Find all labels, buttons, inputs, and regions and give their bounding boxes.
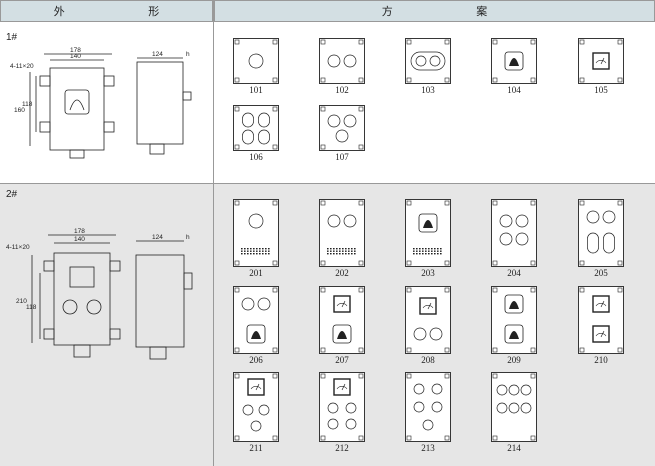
section-divider: [0, 183, 655, 184]
scheme-panel-107: 107: [319, 105, 365, 163]
dim-depth-2: 124: [152, 234, 163, 241]
scheme-panel-205: 205: [578, 199, 624, 279]
scheme-number: 202: [335, 268, 349, 278]
dim-h-1: h: [186, 51, 190, 58]
dim-h1-2: 210: [16, 298, 27, 305]
scheme-number: 106: [249, 152, 263, 162]
scheme-panel-214: 214: [491, 372, 537, 454]
dim-hole-1: 4-11×20: [10, 63, 34, 70]
scheme-panel-102: 102: [319, 38, 365, 96]
scheme-panel-202: 202: [319, 199, 365, 279]
scheme-panel-207: 207: [319, 286, 365, 366]
scheme-panel-209: 209: [491, 286, 537, 366]
dim-depth-1: 124: [152, 51, 163, 58]
dim-h-2: h: [186, 234, 190, 241]
scheme-number: 105: [594, 85, 608, 95]
scheme-number: 104: [507, 85, 521, 95]
scheme-panel-203: 203: [405, 199, 451, 279]
scheme-number: 210: [594, 355, 608, 365]
outline-drawing-1: 4-11×20 178 140 160 118 124 h: [10, 47, 192, 159]
scheme-number: 208: [421, 355, 435, 365]
scheme-number: 206: [249, 355, 263, 365]
scheme-number: 214: [507, 443, 521, 453]
column-divider: [213, 0, 214, 466]
dim-w1-2: 178: [74, 228, 85, 235]
scheme-panel-104: 104: [491, 38, 537, 96]
scheme-number: 103: [421, 85, 435, 95]
dim-h2-1: 118: [22, 101, 33, 108]
scheme-panel-211: 211: [233, 372, 279, 454]
dim-h2-2: 118: [26, 304, 37, 311]
scheme-panel-204: 204: [491, 199, 537, 279]
outline-drawing-2: 4-11×20 178 140 210 118 124 h: [6, 228, 193, 360]
scheme-number: 203: [421, 268, 435, 278]
scheme-panel-212: 212: [319, 372, 365, 454]
dim-hole-2: 4-11×20: [6, 244, 30, 251]
scheme-panel-206: 206: [233, 286, 279, 366]
dim-h1-1: 160: [14, 107, 25, 114]
scheme-number: 101: [249, 85, 263, 95]
scheme-panel-213: 213: [405, 372, 451, 454]
dim-w1-1: 178: [70, 47, 81, 54]
dim-w2-1: 140: [70, 53, 81, 60]
scheme-panel-210: 210: [578, 286, 624, 366]
scheme-number: 205: [594, 268, 608, 278]
header-scheme: 方 案: [214, 0, 655, 22]
scheme-number: 102: [335, 85, 349, 95]
scheme-number: 107: [335, 152, 349, 162]
scheme-number: 212: [335, 443, 349, 453]
dim-w2-2: 140: [74, 236, 85, 243]
section2-label: 2#: [6, 189, 18, 200]
scheme-number: 207: [335, 355, 349, 365]
scheme-number: 209: [507, 355, 521, 365]
scheme-panel-106: 106: [233, 105, 279, 163]
scheme-number: 201: [249, 268, 263, 278]
scheme-panel-208: 208: [405, 286, 451, 366]
scheme-number: 213: [421, 443, 435, 453]
scheme-panel-101: 101: [233, 38, 279, 96]
section1-label: 1#: [6, 32, 18, 43]
scheme-panel-103: 103: [405, 38, 451, 96]
scheme-number: 211: [249, 443, 263, 453]
header-outline: 外 形: [0, 0, 213, 22]
scheme-panel-105: 105: [578, 38, 624, 96]
scheme-number: 204: [507, 268, 521, 278]
scheme-panel-201: 201: [233, 199, 279, 279]
